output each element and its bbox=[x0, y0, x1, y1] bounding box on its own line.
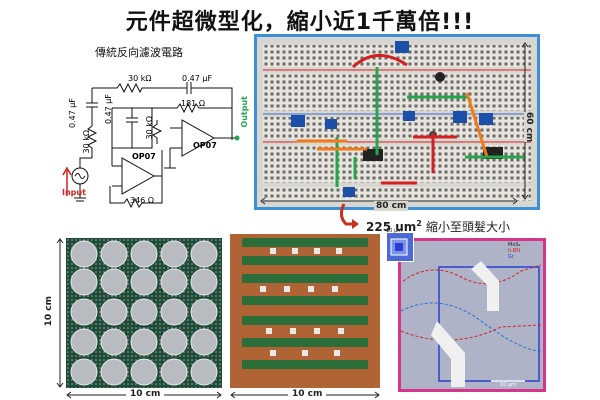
strips-width-arrow bbox=[230, 391, 380, 399]
micro-legend: MoS₂ h-BN Gr bbox=[508, 242, 521, 260]
label-r3: 30 kΩ bbox=[82, 130, 91, 154]
micro-inset-scale: 10 µm bbox=[386, 228, 403, 234]
label-r5: 346 Ω bbox=[130, 196, 154, 205]
strips-photo bbox=[230, 234, 380, 388]
wafer-height-arrow bbox=[56, 238, 64, 388]
wafer-width-label: 10 cm bbox=[130, 389, 161, 399]
shrink-size: 225 um bbox=[366, 220, 417, 234]
micro-photo bbox=[398, 238, 546, 392]
page-title: 元件超微型化，縮小近1千萬倍!!! bbox=[125, 10, 475, 35]
label-c3: 0.47 μF bbox=[104, 94, 113, 125]
label-c1: 0.47 μF bbox=[182, 74, 213, 83]
filter-schematic bbox=[62, 82, 240, 209]
label-r2: 181 Ω bbox=[181, 99, 205, 108]
shrink-exponent: 2 bbox=[416, 219, 422, 228]
label-op2: OP07 bbox=[132, 152, 156, 161]
label-r4: 30 kΩ bbox=[145, 116, 154, 140]
micro-legend-item: h-BN bbox=[508, 248, 520, 254]
label-r1: 30 kΩ bbox=[128, 74, 152, 83]
micro-scale-label: 10 µm bbox=[500, 382, 517, 388]
label-c2: 0.47 μF bbox=[68, 98, 77, 129]
shrink-text: 縮小至頭髮大小 bbox=[426, 220, 511, 234]
breadboard-width-label: 80 cm bbox=[374, 201, 409, 211]
shrink-arrow-icon bbox=[339, 203, 359, 229]
wafer-height-label: 10 cm bbox=[44, 296, 54, 327]
breadboard-photo bbox=[254, 34, 540, 210]
wafer-width-arrow bbox=[66, 391, 222, 399]
breadboard-height-label: 60 cm bbox=[524, 112, 534, 143]
micro-inset bbox=[386, 232, 414, 262]
label-op1: OP07 bbox=[193, 141, 217, 150]
micro-legend-item: MoS₂ bbox=[508, 242, 521, 248]
strips-width-label: 10 cm bbox=[292, 389, 323, 399]
micro-legend-item: Gr bbox=[508, 254, 514, 260]
wafer-photo bbox=[66, 238, 222, 388]
label-output: Output bbox=[240, 96, 249, 128]
shrink-note: 225 um2 縮小至頭髮大小 bbox=[366, 218, 510, 235]
label-input: Input bbox=[62, 188, 86, 197]
schematic-title: 傳統反向濾波電路 bbox=[95, 46, 183, 59]
